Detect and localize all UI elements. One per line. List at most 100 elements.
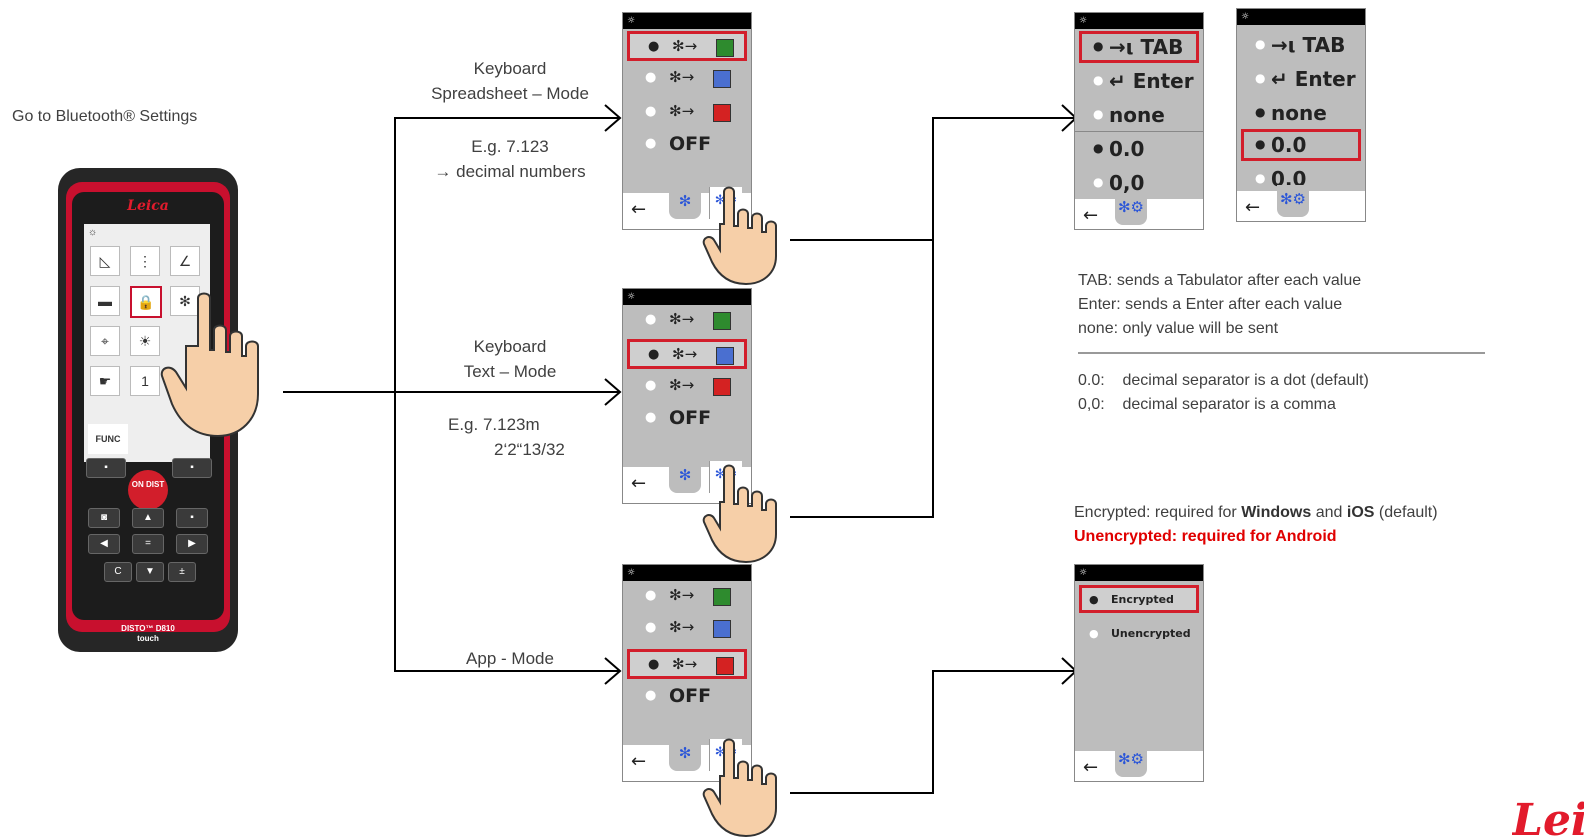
plus-minus-key[interactable]: ±	[168, 562, 196, 582]
radio-icon[interactable]: ●	[1093, 175, 1104, 189]
option-off[interactable]: ● OFF	[627, 405, 747, 435]
radio-selected-icon[interactable]: ●	[1093, 141, 1104, 155]
func-key[interactable]: ▪	[176, 508, 208, 528]
leica-logo: Leica	[1512, 800, 1584, 839]
option-spreadsheet[interactable]: ● ✻→	[627, 307, 747, 337]
option-app[interactable]: ● ✻→	[627, 373, 747, 403]
option-enter[interactable]: ↵ Enter	[1109, 69, 1194, 93]
level-icon[interactable]: ▬	[90, 286, 120, 316]
spreadsheet-icon	[713, 312, 731, 330]
radio-selected-icon[interactable]: ●	[1255, 105, 1266, 119]
wire-spreadsheet-to-separator	[790, 117, 1076, 241]
spreadsheet-icon	[716, 39, 734, 57]
selected-highlight	[1241, 129, 1361, 161]
radio-icon[interactable]: ●	[1093, 73, 1104, 87]
option-spreadsheet[interactable]: ● ✻→	[627, 583, 747, 613]
target-icon[interactable]: ⌖	[90, 326, 120, 356]
func-button[interactable]: FUNC	[88, 424, 128, 454]
radio-icon[interactable]: ●	[1089, 627, 1099, 640]
device-touchscreen: ☼ ◺ ⋮ ∠ ▬ 🔒 ✻ ⌖ ☀ ☛ 1 FUNC	[84, 224, 210, 462]
bluetooth-settings-tab-icon[interactable]: ✻⚙	[1115, 745, 1147, 777]
model-line-2: touch	[137, 634, 159, 643]
text-file-icon	[713, 70, 731, 88]
bluetooth-tab-icon[interactable]: ✻	[669, 187, 701, 219]
option-app[interactable]: ● ✻→	[627, 649, 747, 679]
option-text[interactable]: ● ✻→	[627, 65, 747, 95]
explanation-dot: 0.0: decimal separator is a dot (default…	[1078, 372, 1369, 389]
encrypted-label[interactable]: Encrypted	[1111, 593, 1174, 606]
option-app[interactable]: ● ✻→	[627, 99, 747, 129]
app-icon	[713, 378, 731, 396]
back-arrow-icon[interactable]: ←	[1083, 757, 1099, 778]
unencrypted-label[interactable]: Unencrypted	[1111, 627, 1191, 640]
back-arrow-icon[interactable]: ←	[631, 473, 647, 494]
text-title-line2: Text – Mode	[463, 362, 557, 381]
option-dot[interactable]: 0.0	[1271, 133, 1307, 157]
up-key[interactable]: ▲	[132, 508, 164, 528]
angle-icon[interactable]: ∠	[170, 246, 200, 276]
arrow-app	[604, 657, 622, 685]
on-dist-button[interactable]: ON DIST	[128, 470, 168, 510]
bluetooth-send-icon: ✻→	[669, 586, 695, 604]
arrow-spreadsheet	[604, 104, 622, 132]
option-text[interactable]: ● ✻→	[627, 615, 747, 645]
text-mode-example: E.g. 7.123m 2‘2“13/32	[410, 412, 580, 462]
right-softkey[interactable]: ▪	[172, 458, 212, 478]
bluetooth-send-icon: ✻→	[672, 345, 698, 363]
option-tab[interactable]: →ι TAB	[1271, 33, 1346, 57]
radio-icon[interactable]: ●	[1255, 171, 1266, 185]
gear-icon: ☼	[623, 13, 751, 29]
radio-icon[interactable]: ●	[1255, 71, 1266, 85]
option-text[interactable]: ● ✻→	[627, 339, 747, 369]
bluetooth-send-icon: ✻→	[672, 37, 698, 55]
touch-icon[interactable]: ☛	[90, 366, 120, 396]
spreadsheet-icon	[713, 588, 731, 606]
right-key[interactable]: ▶	[176, 534, 208, 554]
encrypted-note-prefix: Encrypted: required for	[1074, 504, 1242, 521]
radio-icon[interactable]: ●	[1093, 107, 1104, 121]
back-arrow-icon[interactable]: ←	[631, 199, 647, 220]
left-key[interactable]: ◀	[88, 534, 120, 554]
radio-icon[interactable]: ●	[1255, 37, 1266, 51]
option-dot[interactable]: 0.0	[1109, 137, 1145, 161]
screen-bottom-bar: ← ✻⚙	[1237, 185, 1365, 221]
pointing-hand-icon	[160, 292, 259, 438]
radio-selected-icon[interactable]: ●	[1093, 39, 1104, 53]
brand-logo: Leica	[127, 198, 169, 214]
bluetooth-tab-icon[interactable]: ✻	[669, 461, 701, 493]
app-icon	[713, 104, 731, 122]
option-encrypted[interactable]	[1079, 585, 1199, 613]
down-key[interactable]: ▼	[136, 562, 164, 582]
equals-key[interactable]: =	[132, 534, 164, 554]
area-icon[interactable]: ◺	[90, 246, 120, 276]
option-comma[interactable]: 0,0	[1109, 171, 1145, 195]
lock-icon[interactable]: 🔒	[130, 286, 162, 318]
stakeout-icon[interactable]: ⋮	[130, 246, 160, 276]
radio-selected-icon[interactable]: ●	[1255, 137, 1266, 151]
radio-selected-icon[interactable]: ●	[1089, 593, 1099, 606]
explanation-none: none: only value will be sent	[1078, 320, 1279, 337]
bluetooth-settings-tab-icon[interactable]: ✻⚙	[1277, 185, 1309, 217]
option-off[interactable]: ● OFF	[627, 683, 747, 713]
separator-screen-dot: ☼ ● →ι TAB ● ↵ Enter ● none ● 0.0 ● 0,0 …	[1236, 8, 1366, 222]
option-spreadsheet[interactable]: ● ✻→	[627, 31, 747, 61]
back-arrow-icon[interactable]: ←	[1245, 197, 1261, 218]
left-softkey[interactable]: ▪	[86, 458, 126, 478]
back-arrow-icon[interactable]: ←	[1083, 205, 1099, 226]
back-arrow-icon[interactable]: ←	[631, 751, 647, 772]
bluetooth-tab-icon[interactable]: ✻	[669, 739, 701, 771]
option-enter[interactable]: ↵ Enter	[1271, 67, 1356, 91]
option-tab[interactable]: →ι TAB	[1109, 35, 1184, 59]
tapping-hand-icon	[702, 464, 777, 564]
screen-bottom-bar: ← ✻⚙	[1075, 745, 1203, 781]
option-none[interactable]: none	[1109, 103, 1165, 127]
bluetooth-send-icon: ✻→	[669, 310, 695, 328]
bluetooth-settings-tab-icon[interactable]: ✻⚙	[1115, 193, 1147, 225]
calendar-icon[interactable]: 1	[130, 366, 160, 396]
option-none[interactable]: none	[1271, 101, 1327, 125]
option-off[interactable]: ● OFF	[627, 131, 747, 161]
camera-key[interactable]: ◙	[88, 508, 120, 528]
light-icon[interactable]: ☀	[130, 326, 160, 356]
clear-off-key[interactable]: C	[104, 562, 132, 582]
